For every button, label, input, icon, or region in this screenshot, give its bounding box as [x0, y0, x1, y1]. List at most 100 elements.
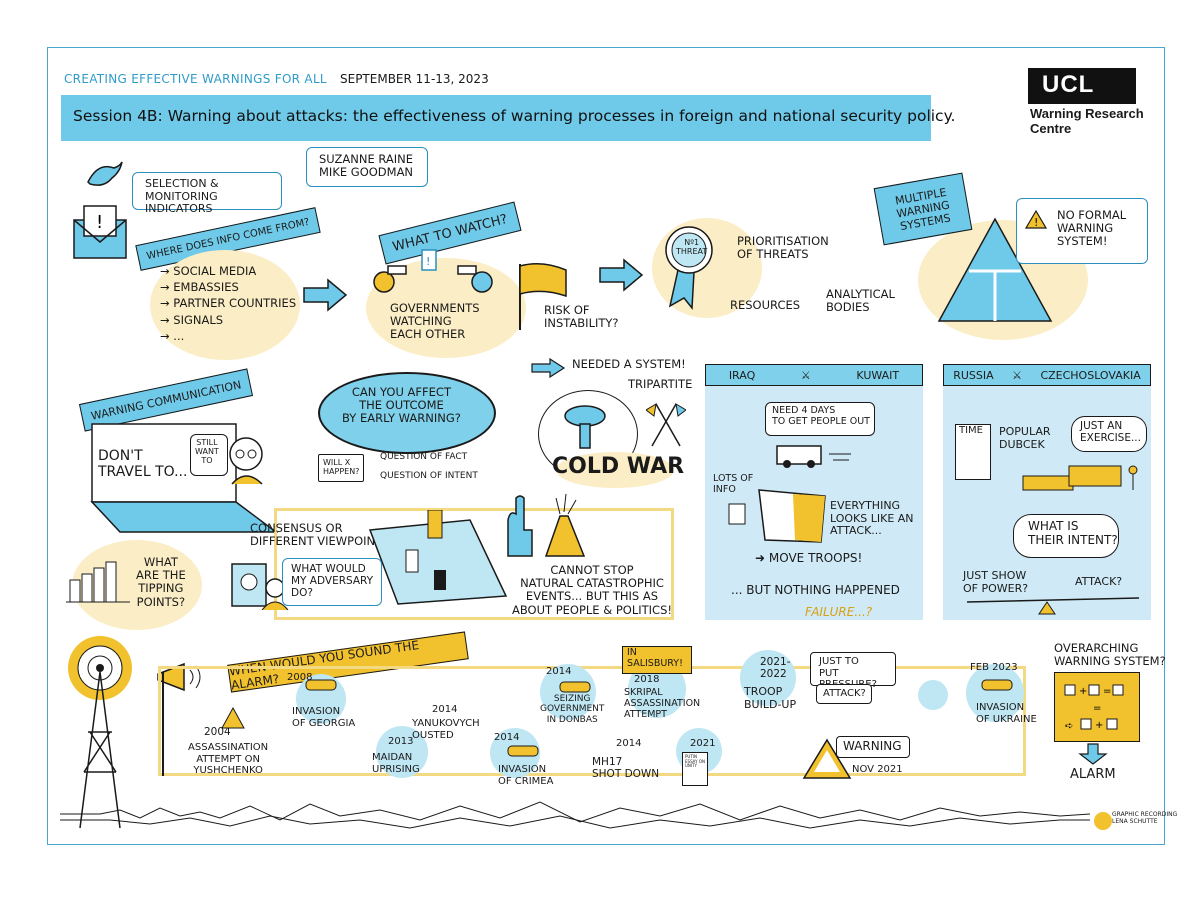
still-want-text: STILL WANT TO — [195, 438, 219, 466]
cold-war-text: COLD WAR — [552, 454, 685, 479]
event-label: INVASION OF GEORGIA — [292, 706, 356, 729]
move-label: MOVE TROOPS! — [768, 551, 863, 565]
event-label: SEIZING GOVERNMENT IN DONBAS — [540, 694, 605, 725]
analytical-text: ANALYTICAL BODIES — [826, 287, 895, 315]
no-formal-text: NO FORMAL WARNING SYSTEM! — [1057, 208, 1127, 249]
nov-text: NOV 2021 — [852, 764, 903, 775]
attack-box: ATTACK? — [816, 684, 872, 704]
tank-icon — [981, 679, 1013, 691]
warning-text: WARNING — [843, 739, 902, 753]
ucl-logo: UCL — [1028, 68, 1136, 104]
medal-text: Nº1 THREAT — [676, 238, 708, 257]
balance-scale-icon — [966, 597, 1140, 615]
mushroom-cloud-icon — [564, 405, 606, 449]
event-label: PUTIN ESSAY ON UNITY — [685, 754, 705, 769]
selection-box: SELECTION & MONITORING INDICATORS — [132, 172, 282, 215]
time-label: TIME — [959, 425, 984, 436]
event-label: TROOP BUILD-UP — [744, 685, 797, 711]
warning-triangle-icon — [802, 738, 852, 779]
kuwait-label: KUWAIT — [856, 368, 900, 382]
crossed-swords-icon: ⚔ — [800, 368, 811, 382]
event-label: MH17 SHOT DOWN — [592, 756, 660, 781]
tipping-text: WHAT ARE THE TIPPING POINTS? — [136, 555, 186, 609]
lots-info-text: LOTS OF INFO — [713, 473, 754, 495]
seismograph-line — [60, 801, 1090, 829]
tank-icon — [305, 679, 337, 691]
iraq-kuwait-panel: IRAQ ⚔ KUWAIT NEED 4 DAYS TO GET PEOPLE … — [705, 364, 923, 620]
overarching-text: OVERARCHING WARNING SYSTEM? — [1054, 641, 1166, 669]
cold-war-blob — [556, 452, 674, 488]
arrow-right-icon — [303, 278, 348, 312]
governments-text: GOVERNMENTS WATCHING EACH OTHER — [390, 301, 480, 342]
session-title: Session 4B: Warning about attacks: the e… — [73, 107, 956, 125]
iraq-label: IRAQ — [728, 368, 756, 382]
event-year: 2018 — [634, 674, 660, 685]
russia-label: RUSSIA — [953, 368, 994, 382]
salisbury-text: IN SALISBURY! — [627, 647, 683, 669]
event-year: 2008 — [287, 672, 313, 683]
arrow-right-icon — [599, 258, 644, 292]
event-year: 2014 — [432, 704, 458, 715]
map-face-icon — [728, 489, 826, 543]
flag-pole — [162, 672, 164, 776]
cream-blob-sources — [150, 250, 300, 360]
crossed-swords-icon: ⚔ — [1012, 368, 1022, 382]
formula-icon: +==➪+ — [1064, 684, 1124, 732]
nothing-text: ... BUT NOTHING HAPPENED — [731, 583, 900, 597]
show-text: JUST SHOW OF POWER? — [963, 569, 1029, 595]
resources-text: RESOURCES — [730, 298, 801, 312]
russia-czech-header: RUSSIA ⚔ CZECHOSLOVAKIA — [943, 364, 1151, 386]
iraq-kuwait-header: IRAQ ⚔ KUWAIT — [705, 364, 923, 386]
tank-icon — [507, 745, 539, 757]
portrait-icon — [231, 563, 267, 607]
event-year: 2014 — [616, 738, 642, 749]
failure-text: FAILURE...? — [805, 605, 873, 619]
attack-text: ATTACK? — [1075, 575, 1123, 588]
svg-text:=: = — [1093, 703, 1101, 714]
source-item: → SIGNALS — [160, 312, 224, 327]
formula-panel: +==➪+ — [1054, 672, 1140, 742]
tanks-icon — [1022, 465, 1138, 491]
intent-bubble: WHAT IS THEIR INTENT? — [1013, 514, 1119, 558]
alarm-text: ALARM — [1070, 767, 1116, 782]
logo-brand: UCL — [1042, 71, 1095, 98]
dominoes-icon — [66, 561, 130, 603]
risk-text: RISK OF INSTABILITY? — [544, 303, 619, 331]
puzzle-triangle-icon — [937, 217, 1053, 322]
session-banner: Session 4B: Warning about attacks: the e… — [61, 95, 955, 141]
chess-frame — [274, 508, 674, 620]
flag-icon — [519, 263, 567, 330]
needed-text: NEEDED A SYSTEM! — [572, 357, 686, 371]
event-label: SKRIPAL ASSASSINATION ATTEMPT — [624, 687, 701, 720]
exercise-text: JUST AN EXERCISE... — [1080, 420, 1141, 445]
fact-text: QUESTION OF FACT — [380, 452, 468, 462]
event-label: MAIDAN UPRISING — [372, 752, 420, 775]
event-label: INVASION OF CRIMEA — [498, 764, 554, 787]
pressure-box: JUST TO PUT PRESSURE? — [810, 652, 896, 690]
credit-logo-icon — [1094, 812, 1112, 830]
svg-text:!: ! — [1034, 216, 1038, 229]
source-item: → SOCIAL MEDIA — [160, 264, 257, 278]
car-icon — [776, 445, 851, 468]
source-item: → PARTNER COUNTRIES — [160, 296, 297, 311]
intent-text: WHAT IS THEIR INTENT? — [1028, 519, 1118, 547]
arrow-down-icon — [1078, 743, 1108, 765]
event-label: YANUKOVYCH OUSTED — [412, 718, 480, 741]
selection-text: SELECTION & MONITORING INDICATORS — [145, 177, 219, 216]
svg-text:!: ! — [426, 255, 430, 268]
event-year: 2014 — [494, 732, 520, 743]
dont-travel: DON'T TRAVEL TO... — [98, 448, 188, 481]
essay-icon: PUTIN ESSAY ON UNITY — [682, 752, 708, 786]
svg-text:+: + — [1079, 686, 1087, 697]
salisbury-label: IN SALISBURY! — [622, 646, 692, 674]
logo-subtitle: Warning Research Centre — [1030, 106, 1144, 136]
tank-icon — [559, 681, 591, 693]
tripartite-text: TRIPARTITE — [628, 377, 693, 391]
warning-box: WARNING — [836, 736, 910, 758]
event-label: INVASION OF UKRAINE — [976, 702, 1037, 725]
volcano-hand-icon — [507, 493, 586, 557]
time-magazine-icon: TIME — [955, 424, 991, 480]
svg-text:=: = — [1103, 686, 1111, 697]
skull-warning-icon — [221, 706, 245, 729]
chessboard-icon — [368, 510, 508, 605]
